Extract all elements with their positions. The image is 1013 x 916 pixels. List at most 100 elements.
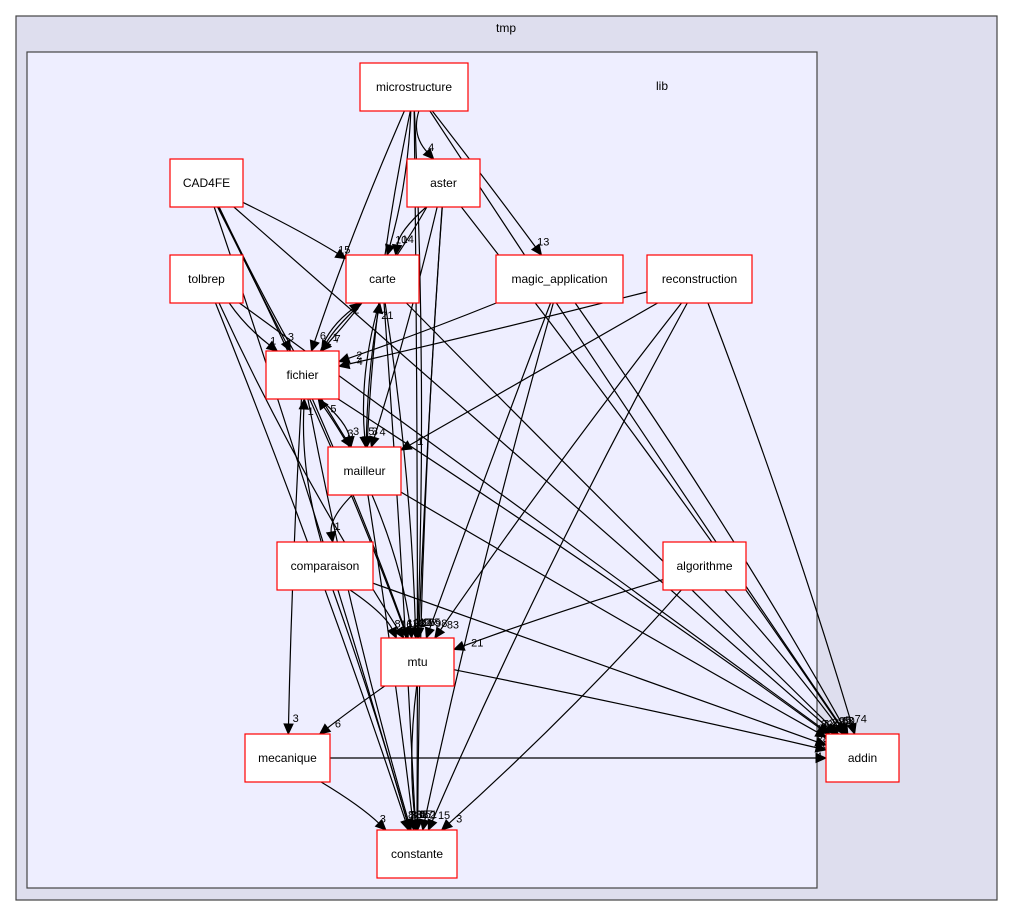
- edge-label-microstructure-to-fichier[interactable]: 6: [320, 331, 326, 343]
- edge-label-algorithme-to-mtu[interactable]: 21: [471, 638, 483, 650]
- node-addin[interactable]: addin: [825, 733, 900, 783]
- node-fichier[interactable]: fichier: [265, 350, 340, 400]
- node-box[interactable]: [406, 158, 481, 208]
- node-label[interactable]: tolbrep: [188, 272, 225, 286]
- node-label[interactable]: magic_application: [511, 272, 607, 286]
- node-tolbrep[interactable]: tolbrep: [169, 254, 244, 304]
- node-comparaison[interactable]: comparaison: [276, 541, 374, 591]
- edge-label-fichier-to-mtu[interactable]: 102: [407, 618, 425, 630]
- node-mtu[interactable]: mtu: [380, 637, 455, 687]
- node-box[interactable]: [345, 254, 420, 304]
- edge-label-CAD4FE-to-constante[interactable]: 28: [410, 810, 422, 822]
- edge-label-fichier-to-constante[interactable]: 8: [411, 810, 417, 822]
- edge-label-mailleur-to-mtu[interactable]: 112: [414, 617, 432, 629]
- node-box[interactable]: [376, 829, 458, 879]
- node-microstructure[interactable]: microstructure: [359, 62, 469, 112]
- edge-label-carte-to-mtu[interactable]: 17: [419, 617, 431, 629]
- edge-label-reconstruction-to-mtu[interactable]: 83: [447, 619, 459, 631]
- edge-label-microstructure-to-magic_application[interactable]: 13: [537, 237, 549, 249]
- edge-label-microstructure-to-mtu[interactable]: 105: [422, 617, 440, 629]
- edge-label-aster-to-fichier[interactable]: 7: [334, 334, 340, 346]
- edge-label-microstructure-to-aster[interactable]: 4: [428, 142, 434, 154]
- node-box[interactable]: [169, 254, 244, 304]
- edge-label-mecanique-to-addin[interactable]: 4: [816, 751, 822, 763]
- edge-label-CAD4FE-to-carte[interactable]: 15: [338, 244, 350, 256]
- edge-label-carte-to-addin[interactable]: 28: [832, 717, 844, 729]
- node-label[interactable]: algorithme: [676, 559, 732, 573]
- edge-label-mailleur-to-fichier[interactable]: 5: [330, 403, 336, 415]
- node-constante[interactable]: constante: [376, 829, 458, 879]
- edge-label-aster-to-mtu[interactable]: 26: [423, 617, 435, 629]
- node-mailleur[interactable]: mailleur: [327, 446, 402, 496]
- node-box[interactable]: [244, 733, 331, 783]
- node-label[interactable]: constante: [391, 847, 443, 861]
- node-label[interactable]: mailleur: [343, 464, 385, 478]
- node-label[interactable]: CAD4FE: [183, 176, 230, 190]
- edge-label-fichier-to-mailleur[interactable]: 3: [353, 426, 359, 438]
- edge-label-mailleur-to-comparaison[interactable]: 1: [335, 521, 341, 533]
- edge-label-algorithme-to-addin[interactable]: 29: [839, 716, 851, 728]
- node-label[interactable]: addin: [848, 751, 877, 765]
- edge-label-aster-to-carte[interactable]: 14: [402, 234, 414, 246]
- node-box[interactable]: [265, 350, 340, 400]
- edge-label-reconstruction-to-addin[interactable]: 74: [855, 714, 867, 726]
- edge-label-magic_application-to-fichier[interactable]: 2: [356, 350, 362, 362]
- edge-label-CAD4FE-to-fichier[interactable]: 3: [288, 332, 294, 344]
- edge-label-magic_application-to-addin[interactable]: 5: [845, 715, 851, 727]
- edge-label-algorithme-to-constante[interactable]: 3: [456, 814, 462, 826]
- edge-label-mailleur-to-carte[interactable]: 21: [381, 310, 393, 322]
- edge-label-fichier-to-addin[interactable]: 80: [821, 719, 833, 731]
- node-magic_application[interactable]: magic_application: [495, 254, 624, 304]
- node-box[interactable]: [359, 62, 469, 112]
- edge-label-mtu-to-mecanique[interactable]: 6: [335, 718, 341, 730]
- edge-label-carte-to-fichier[interactable]: 1: [333, 332, 339, 344]
- node-box[interactable]: [495, 254, 624, 304]
- edge-label-tolbrep-to-fichier[interactable]: 1: [270, 336, 276, 348]
- edge-label-mailleur-to-constante[interactable]: 38: [416, 809, 428, 821]
- node-box[interactable]: [662, 541, 747, 591]
- edge-label-reconstruction-to-constante[interactable]: 15: [438, 810, 450, 822]
- edge-label-mtu-to-constante[interactable]: 151: [419, 809, 437, 821]
- edge-label-microstructure-to-mailleur[interactable]: 3: [372, 426, 378, 438]
- node-label[interactable]: reconstruction: [662, 272, 737, 286]
- node-CAD4FE[interactable]: CAD4FE: [169, 158, 244, 208]
- node-box[interactable]: [825, 733, 900, 783]
- edge-label-reconstruction-to-fichier[interactable]: 4: [357, 356, 363, 368]
- node-mecanique[interactable]: mecanique: [244, 733, 331, 783]
- edge-label-comparaison-to-fichier[interactable]: 1: [308, 406, 314, 418]
- node-label[interactable]: carte: [369, 272, 396, 286]
- edge-label-CAD4FE-to-addin[interactable]: 26: [829, 718, 841, 730]
- edge-label-carte-to-constante[interactable]: 6: [419, 809, 425, 821]
- edge-label-tolbrep-to-mtu[interactable]: 16: [400, 619, 412, 631]
- edge-label-microstructure-to-constante[interactable]: 17: [421, 809, 433, 821]
- edge-label-tolbrep-to-addin[interactable]: 7: [822, 719, 828, 731]
- node-aster[interactable]: aster: [406, 158, 481, 208]
- edge-label-CAD4FE-to-mtu[interactable]: 128: [407, 618, 425, 630]
- edge-label-mailleur-to-addin[interactable]: 60: [818, 723, 830, 735]
- node-box[interactable]: [327, 446, 402, 496]
- node-box[interactable]: [276, 541, 374, 591]
- node-reconstruction[interactable]: reconstruction: [646, 254, 753, 304]
- node-label[interactable]: comparaison: [291, 559, 360, 573]
- node-label[interactable]: microstructure: [376, 80, 452, 94]
- edge-label-mecanique-to-constante[interactable]: 3: [380, 813, 386, 825]
- edge-label-fichier-to-mecanique[interactable]: 3: [293, 713, 299, 725]
- edge-label-microstructure-to-carte[interactable]: 10: [395, 235, 407, 247]
- node-label[interactable]: aster: [430, 176, 457, 190]
- node-carte[interactable]: carte: [345, 254, 420, 304]
- edge-label-magic_application-to-mtu[interactable]: 98: [435, 618, 447, 630]
- edge-label-magic_application-to-constante[interactable]: 2: [430, 809, 436, 821]
- edge-label-fichier-to-carte[interactable]: 2: [353, 304, 359, 316]
- edge-label-aster-to-mailleur[interactable]: 4: [380, 427, 386, 439]
- edge-label-microstructure-to-addin[interactable]: 60: [842, 715, 854, 727]
- edge-label-carte-to-mailleur[interactable]: 5: [368, 426, 374, 438]
- node-box[interactable]: [646, 254, 753, 304]
- node-box[interactable]: [380, 637, 455, 687]
- edge-label-reconstruction-to-mailleur[interactable]: 1: [417, 436, 423, 448]
- edge-label-tolbrep-to-constante[interactable]: 8: [408, 810, 414, 822]
- node-label[interactable]: mtu: [407, 655, 427, 669]
- edge-label-CAD4FE-to-mailleur[interactable]: 3: [347, 428, 353, 440]
- node-box[interactable]: [169, 158, 244, 208]
- node-label[interactable]: mecanique: [258, 751, 317, 765]
- edge-label-aster-to-constante[interactable]: 2: [422, 809, 428, 821]
